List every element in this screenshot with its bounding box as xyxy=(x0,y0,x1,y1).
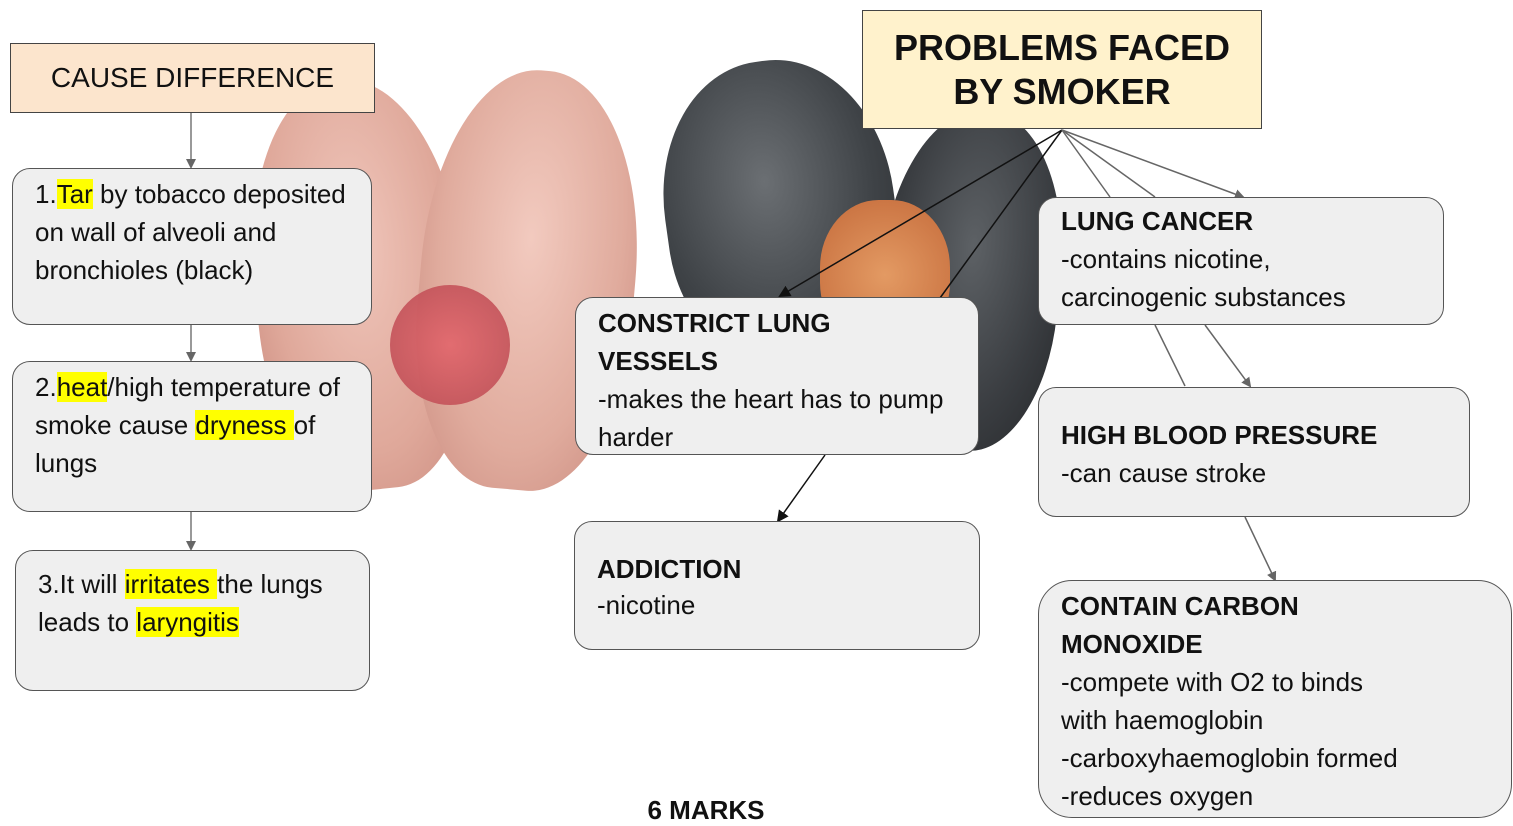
cause-difference-title-box: CAUSE DIFFERENCE xyxy=(10,43,375,113)
addiction-title: ADDICTION xyxy=(597,550,957,588)
lung-cancer-box: LUNG CANCER -contains nicotine, carcinog… xyxy=(1038,197,1444,325)
cause-item-1-highlight-tar: Tar xyxy=(57,179,93,209)
problems-faced-title-box: PROBLEMS FACED BY SMOKER xyxy=(862,10,1262,129)
constrict-title-line2: VESSELS xyxy=(598,342,956,380)
constrict-title-line1: CONSTRICT LUNG xyxy=(598,304,956,342)
connector-problems-to-cancer-2 xyxy=(1062,130,1110,197)
cause-item-3: 3.It will irritates the lungs leads to l… xyxy=(15,550,370,691)
problems-faced-title-line1: PROBLEMS FACED xyxy=(894,26,1230,70)
addiction-desc: -nicotine xyxy=(597,586,957,624)
cause-item-1-prefix: 1. xyxy=(35,179,57,209)
healthy-lung-heart xyxy=(390,285,510,405)
marks-label: 6 MARKS xyxy=(606,794,806,826)
constrict-lung-vessels-box: CONSTRICT LUNG VESSELS -makes the heart … xyxy=(575,297,979,455)
arrow-cancer-to-pressure xyxy=(1205,325,1250,386)
carbon-desc-line3: -carboxyhaemoglobin formed xyxy=(1061,739,1489,777)
arrow-pressure-to-carbon xyxy=(1245,517,1275,580)
problems-faced-title-line2: BY SMOKER xyxy=(953,70,1170,114)
cause-item-3-highlight-laryngitis: laryngitis xyxy=(136,607,239,637)
cause-item-2-highlight-dryness: dryness xyxy=(195,410,293,440)
carbon-desc-line4: -reduces oxygen xyxy=(1061,777,1489,815)
cause-item-3-highlight-irritates: irritates xyxy=(125,569,217,599)
high-blood-pressure-title: HIGH BLOOD PRESSURE xyxy=(1061,416,1447,454)
cause-item-2: 2.heat/high temperature of smoke cause d… xyxy=(12,361,372,512)
arrow-constrict-to-addiction xyxy=(778,455,825,521)
cause-item-2-highlight-heat: heat xyxy=(57,372,108,402)
high-blood-pressure-desc: -can cause stroke xyxy=(1061,454,1447,492)
cause-item-3-prefix: 3.It will xyxy=(38,569,125,599)
carbon-title-line2: MONOXIDE xyxy=(1061,625,1489,663)
carbon-desc-line2: with haemoglobin xyxy=(1061,701,1489,739)
lung-cancer-title: LUNG CANCER xyxy=(1061,202,1421,240)
lung-cancer-desc-line2: carcinogenic substances xyxy=(1061,278,1421,316)
lung-cancer-desc-line1: -contains nicotine, xyxy=(1061,240,1421,278)
cause-item-2-prefix: 2. xyxy=(35,372,57,402)
arrow-problems-to-cancer xyxy=(1062,130,1243,197)
constrict-desc: -makes the heart has to pump harder xyxy=(598,380,956,456)
cause-difference-title: CAUSE DIFFERENCE xyxy=(51,62,334,94)
carbon-desc-line1: -compete with O2 to binds xyxy=(1061,663,1489,701)
carbon-monoxide-box: CONTAIN CARBON MONOXIDE -compete with O2… xyxy=(1038,580,1512,818)
connector-cancer-to-pressure-2 xyxy=(1155,325,1185,386)
carbon-title-line1: CONTAIN CARBON xyxy=(1061,587,1489,625)
connector-problems-to-cancer-3 xyxy=(1062,130,1155,197)
high-blood-pressure-box: HIGH BLOOD PRESSURE -can cause stroke xyxy=(1038,387,1470,517)
cause-item-1: 1.Tar by tobacco deposited on wall of al… xyxy=(12,168,372,325)
addiction-box: ADDICTION -nicotine xyxy=(574,521,980,650)
